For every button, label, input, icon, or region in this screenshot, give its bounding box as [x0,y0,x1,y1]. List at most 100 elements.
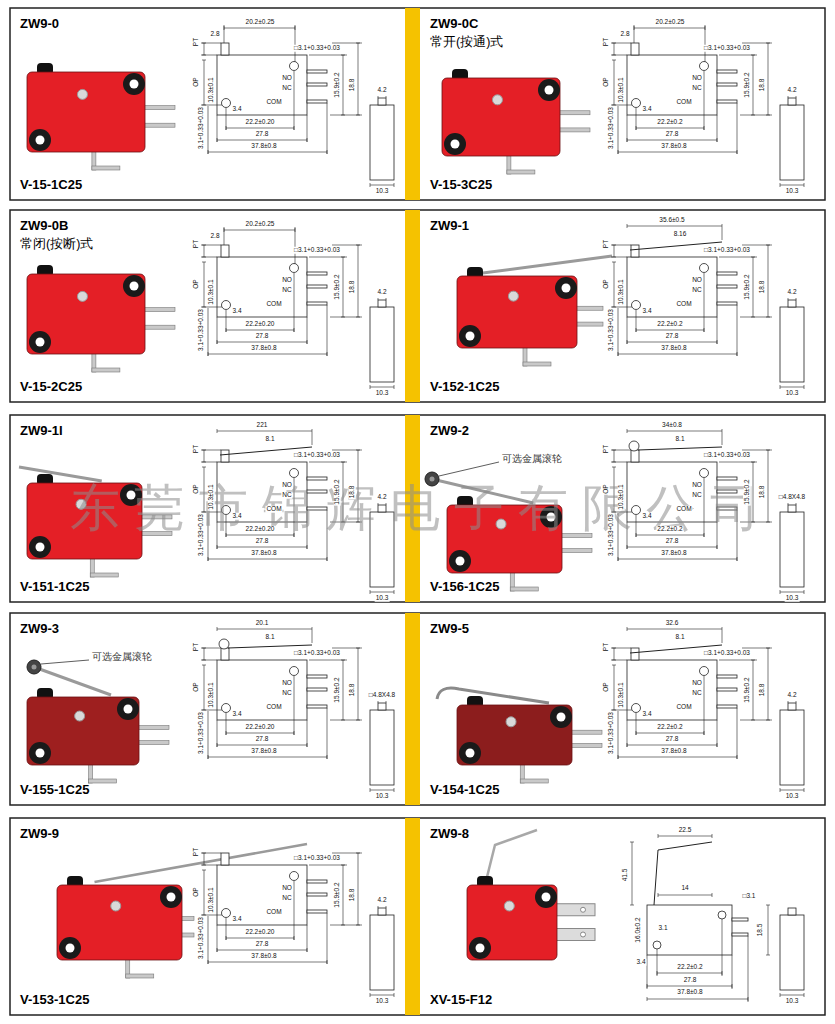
switch-corner [29,331,51,353]
drawing-line [332,648,362,649]
drawing-line [208,354,327,355]
drawing-line [312,433,313,445]
drawing-line [204,245,205,257]
drawing-line [358,245,359,317]
drawing-outline [631,648,639,660]
dimension-label: COM [675,301,692,308]
drawing-line [217,629,312,630]
drawing-hole [700,264,709,273]
switch-terminal [507,170,535,174]
dimension-label: 3.1+0.33+0.03 [608,106,615,150]
dimension-label: 4.2 [786,692,797,699]
drawing-line [737,305,738,356]
switch-lever [485,830,537,885]
dimension-label: 10.3±0.1 [208,278,215,305]
drawing-line [226,128,294,129]
drawing-line [804,590,805,594]
drawing-line [294,71,295,130]
drawing-line [332,245,362,246]
drawing-line [737,557,738,561]
drawing-line [658,895,712,896]
drawing-line [748,936,749,1002]
drawing-line [766,648,770,649]
drawing-line [204,43,205,55]
drawing-outline [307,100,327,103]
dimension-label: PT [193,37,200,47]
drawing-outline [717,302,737,305]
drawing-line [796,701,797,703]
product-panel: ZW9-1V-152-1C25 [422,212,600,400]
part-code: V-15-2C25 [20,379,182,394]
drawing-line [611,257,627,258]
drawing-line [224,228,225,232]
drawing-line [295,25,296,62]
drawing-line [636,330,704,331]
drawing-line [394,993,395,997]
drawing-line [204,853,205,865]
drawing-line [612,43,616,44]
drawing-line [766,43,770,44]
dimension-label: PT [603,444,610,454]
drawing-outline [717,70,737,73]
drawing-line [217,317,218,344]
dimension-label: 18.8 [349,280,356,295]
drawing-line [307,545,308,549]
dimension-label: NO [281,75,293,82]
drawing-outline [631,450,639,462]
switch-corner [29,129,51,151]
drawing-line [332,853,362,854]
dimension-label: 15.9±0.2 [744,478,751,505]
dimension-label: 10.3 [785,390,800,397]
dimension-label: 27.8 [255,538,270,545]
model-name: ZW9-0B [20,218,182,233]
drawing-line [636,535,704,536]
dimension-label: 10.3 [785,595,800,602]
drawing-outline [307,302,327,305]
dimension-label: PT [193,847,200,857]
drawing-line [226,713,227,735]
drawing-line [201,257,217,258]
drawing-outline [378,703,386,710]
dimension-label: 3.4 [641,711,652,718]
drawing-hole [290,62,299,71]
drawing-line [751,462,755,463]
dimension-label: 3.4 [641,308,652,315]
dimension-label: □3.1+0.33+0.03 [293,855,341,862]
drawing-outline [307,688,327,691]
drawing-outline [378,908,386,915]
drawing-line [717,115,718,142]
drawing-line [627,317,628,344]
dimension-label: 37.8±0.8 [250,550,277,557]
drawing-line [309,55,347,56]
drawing-line [636,310,637,332]
drawing-line [356,720,360,721]
dimension-label: 35.6±0.5 [658,217,685,224]
drawing-line [217,627,218,631]
switch-terminal [92,166,120,170]
switch-corner [555,277,577,299]
drawing-line [627,547,717,548]
drawing-line [618,757,737,758]
drawing-line [327,557,328,561]
dimension-label: 3.4 [635,959,646,966]
drawing-outline [627,55,717,115]
drawing-line [766,450,770,451]
drawing-line [627,224,628,228]
dimension-label: NO [281,885,293,892]
dimension-label: 20.2±0.25 [245,19,276,26]
drawing-line [343,55,344,115]
drawing-line [766,905,770,906]
dimension-label: 37.8±0.8 [676,989,703,996]
drawing-line [208,960,209,964]
drawing-line [356,450,360,451]
switch-terminal [510,587,538,591]
switch-terminal [141,106,175,110]
drawing-line [627,545,628,549]
drawing-line [766,720,770,721]
drawing-hole [632,704,641,713]
mounting-hole [456,557,465,566]
dimension-label: 10.3±0.1 [618,483,625,510]
drawing-line [737,103,738,154]
dimension-label: NC [281,287,292,294]
